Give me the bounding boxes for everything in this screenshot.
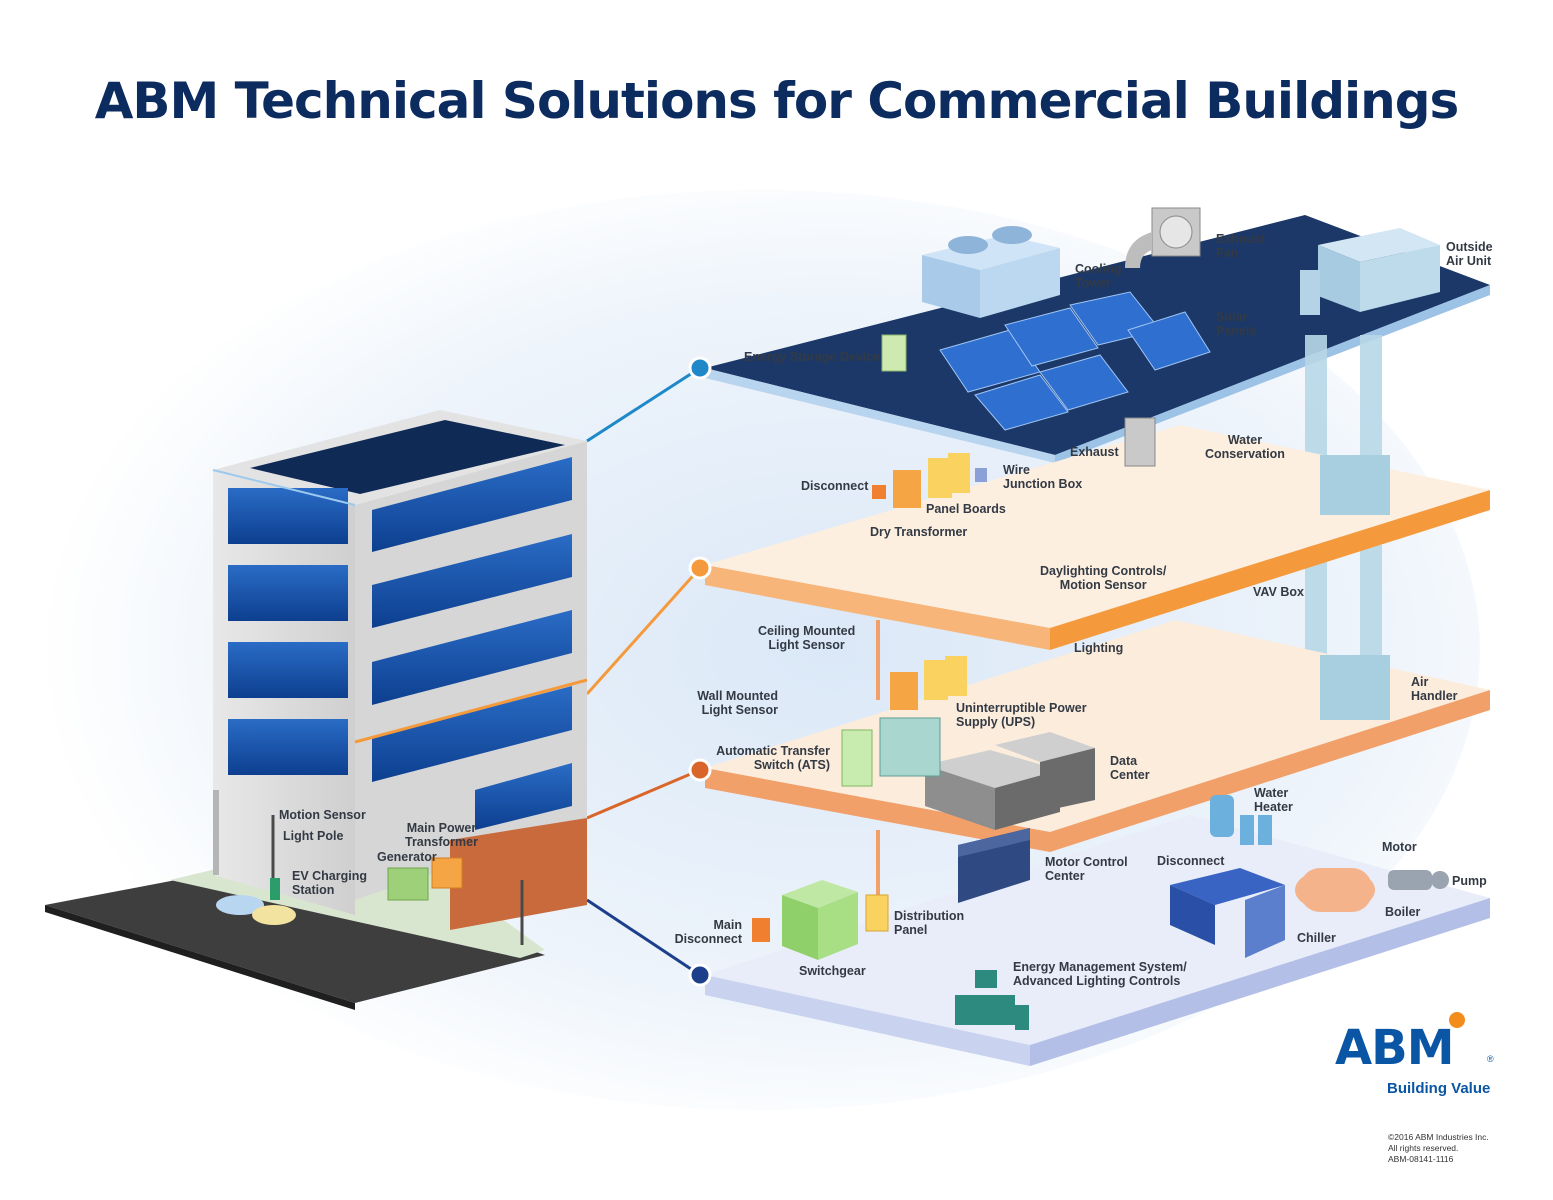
label-disconnect-upper: Disconnect [801,479,869,493]
label-ev-charging: EV Charging Station [292,869,368,897]
label-chiller: Chiller [1297,931,1336,945]
motor-pump [1388,870,1449,890]
upper-floor-plate [705,425,1490,650]
logo-wordmark: ABM [1335,1020,1454,1076]
label-motion-sensor: Motion Sensor [279,808,366,822]
air-handler-upper [1320,455,1390,515]
energy-storage-device [881,334,907,372]
label-ats: Automatic Transfer Switch (ATS) [716,744,830,772]
label-solar-panels: Solar Panels [1216,310,1257,338]
label-ups: Uninterruptible Power Supply (UPS) [956,701,1087,729]
middle-floor-plate [705,620,1490,852]
label-pump: Pump [1452,874,1487,888]
label-exhaust: Exhaust [1070,445,1119,459]
label-motor-control-center: Motor Control Center [1045,855,1128,883]
label-distribution-panel: Distribution Panel [894,909,965,937]
label-dry-transformer: Dry Transformer [870,525,968,539]
label-boiler: Boiler [1385,905,1421,919]
label-wall-light-sensor: Wall Mounted Light Sensor [697,689,778,717]
boiler [1295,868,1375,912]
outside-air-unit [1300,228,1440,315]
distribution-panel [865,894,889,932]
copyright-line: ABM-08141-1116 [1388,1154,1454,1164]
label-generator: Generator [377,850,437,864]
copyright-block: ©2016 ABM Industries Inc. All rights res… [1388,1132,1489,1165]
switchgear [782,880,858,960]
panel-boards-middle [890,656,967,710]
exhaust-unit [1124,417,1156,467]
solar-panels [939,291,1211,431]
label-air-handler: Air Handler [1411,675,1458,703]
ems-workstation [955,970,1029,1030]
label-main-power-transformer: Main Power Transformer [405,821,478,849]
page-title: ABM Technical Solutions for Commercial B… [94,72,1460,130]
main-disconnect [752,918,770,942]
motor-control-center [958,828,1030,903]
copyright-line: All rights reserved. [1388,1143,1459,1153]
cooling-tower [922,226,1060,318]
label-light-pole: Light Pole [283,829,344,843]
label-main-disconnect: Main Disconnect [674,918,742,946]
ups-cabinet [879,717,941,777]
label-motor: Motor [1382,840,1417,854]
label-ems: Energy Management System/ Advanced Light… [1013,960,1187,988]
label-outside-air-unit: Outside Air Unit [1446,240,1493,268]
label-data-center: Data Center [1110,754,1150,782]
label-water-conservation: Water Conservation [1205,433,1285,461]
label-disconnect-basement: Disconnect [1157,854,1225,868]
label-cooling-tower: Cooling Tower [1075,262,1122,290]
label-energy-storage: Energy Storage Device [744,350,881,364]
ats-cabinet [841,729,873,787]
basement-plate [705,815,1490,1066]
label-panel-boards: Panel Boards [926,502,1006,516]
exhaust-fan [1125,207,1201,268]
label-daylighting-controls: Daylighting Controls/ Motion Sensor [1040,564,1167,592]
air-handler-middle [1320,655,1390,720]
panel-boards-upper [872,453,987,508]
data-center-racks [925,732,1095,830]
connector-lines [585,366,702,977]
label-ceiling-light-sensor: Ceiling Mounted Light Sensor [758,624,856,652]
abm-logo: ABM ® Building Value [1335,1012,1510,1107]
label-wire-junction-box: Wire Junction Box [1003,463,1083,491]
label-exhaust-fan: Exhaust Fan [1216,232,1265,260]
label-water-heater: Water Heater [1254,786,1293,814]
label-vav-box: VAV Box [1253,585,1304,599]
logo-dot [1449,1012,1465,1028]
building [45,410,588,1010]
chiller [1170,868,1285,958]
connector-dots [688,356,712,987]
copyright-line: ©2016 ABM Industries Inc. [1388,1132,1489,1142]
logo-registered: ® [1487,1054,1494,1064]
label-switchgear: Switchgear [799,964,866,978]
logo-tagline: Building Value [1387,1080,1491,1097]
water-heater [1210,795,1272,845]
label-lighting: Lighting [1074,641,1124,655]
